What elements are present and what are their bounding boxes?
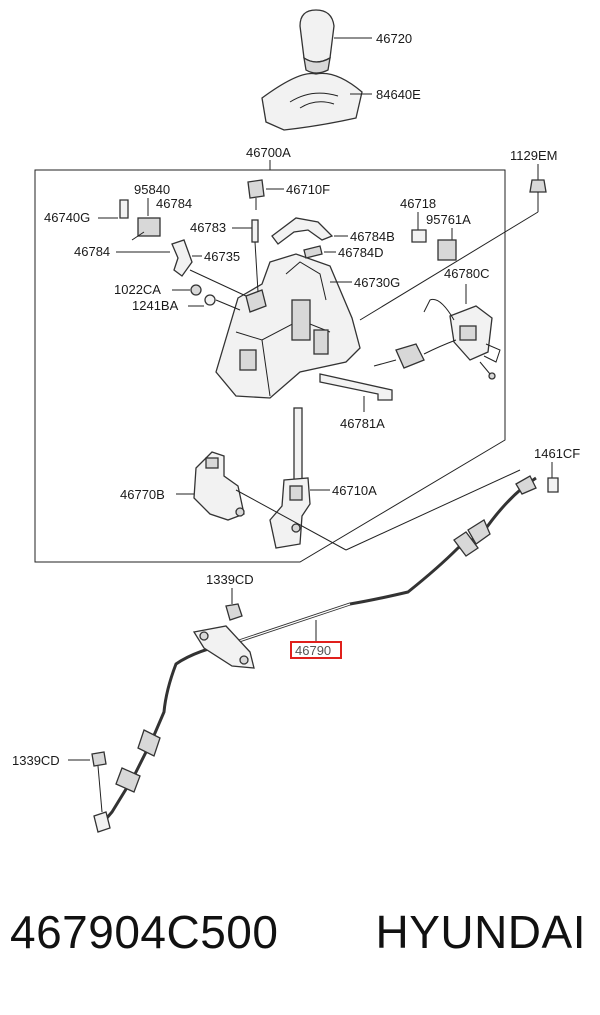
- footer: 467904C500 HYUNDAI: [0, 905, 600, 975]
- label-46730G: 46730G: [354, 275, 400, 290]
- pin-46783: [251, 219, 259, 243]
- bracket-46770B: [193, 451, 245, 521]
- label-46710F: 46710F: [286, 182, 330, 197]
- parts-diagram: 46720 84640E 46700A 1129EM 95840 46784 4…: [12, 9, 580, 833]
- bracket-46784B: [271, 217, 334, 245]
- shifter-housing: [215, 253, 361, 399]
- label-46790: 46790: [295, 643, 331, 658]
- label-46784D: 46784D: [338, 245, 384, 260]
- switch-95761A: [437, 239, 457, 261]
- label-1339CD-top: 1339CD: [206, 572, 254, 587]
- assembly-outline: [34, 169, 506, 563]
- label-95761A: 95761A: [426, 212, 471, 227]
- switch-95840: [131, 217, 161, 241]
- label-46740G: 46740G: [44, 210, 90, 225]
- spring-46740G: [119, 199, 129, 219]
- bolt-1129EM: [529, 179, 547, 212]
- shift-boot: [261, 72, 363, 131]
- label-46700A: 46700A: [246, 145, 291, 160]
- lever-46735: [171, 239, 193, 277]
- rod-46781A: [319, 373, 393, 401]
- brand-name: HYUNDAI: [375, 906, 586, 958]
- nut-1022CA: [190, 284, 202, 296]
- cable-mount-plate: [192, 625, 255, 669]
- label-46780C: 46780C: [444, 266, 490, 281]
- highlight-box-46790: [290, 641, 342, 659]
- washer-1241BA: [204, 294, 216, 306]
- shift-lever-46710A: [269, 407, 311, 549]
- label-1022CA: 1022CA: [114, 282, 161, 297]
- connector: [373, 339, 457, 369]
- label-46784-left: 46784: [74, 244, 110, 259]
- sensor-46710F: [247, 179, 265, 210]
- label-46720: 46720: [376, 31, 412, 46]
- label-1129EM: 1129EM: [510, 148, 557, 163]
- label-1241BA: 1241BA: [132, 298, 179, 313]
- label-46781A: 46781A: [340, 416, 385, 431]
- label-46784B: 46784B: [350, 229, 395, 244]
- label-46718: 46718: [400, 196, 436, 211]
- label-46735: 46735: [204, 249, 240, 264]
- label-1339CD-bottom: 1339CD: [12, 753, 60, 768]
- screw: [479, 361, 496, 380]
- label-84640E: 84640E: [376, 87, 421, 102]
- label-95840: 95840: [134, 182, 170, 197]
- nut-1339CD-top: [225, 603, 243, 621]
- label-46770B: 46770B: [120, 487, 165, 502]
- shift-knob: [299, 9, 335, 74]
- label-1461CF: 1461CF: [534, 446, 580, 461]
- nut-1339CD-bottom: [91, 751, 107, 767]
- label-46710A: 46710A: [332, 483, 377, 498]
- label-46784-top: 46784: [156, 196, 192, 211]
- clip-46718: [411, 229, 427, 243]
- shift-cable-46790: [93, 475, 537, 833]
- part-number: 467904C500: [10, 906, 279, 958]
- clip-46784D: [303, 245, 323, 259]
- label-46783: 46783: [190, 220, 226, 235]
- clip-1461CF: [547, 477, 559, 493]
- solenoid-46780C: [423, 298, 501, 363]
